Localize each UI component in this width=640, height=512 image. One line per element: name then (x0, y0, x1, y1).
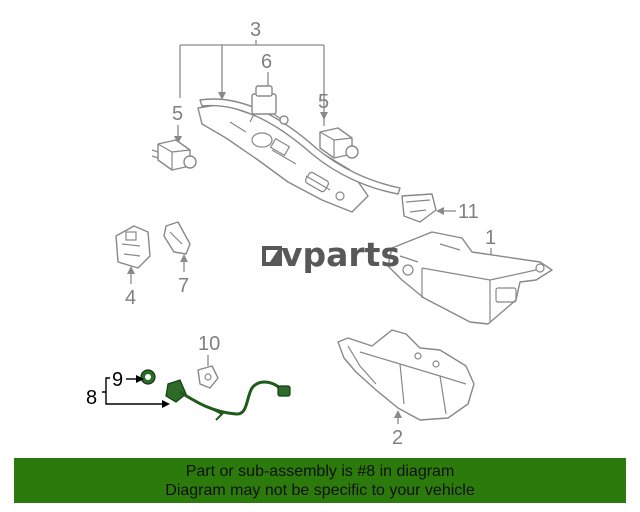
callout-3-bracket (180, 40, 324, 46)
watermark-logo: vparts (262, 235, 400, 274)
parts-diagram: 3 6 5 5 (86, 19, 553, 449)
footer-line-2: Diagram may not be specific to your vehi… (165, 481, 475, 499)
part-11 (401, 193, 437, 223)
part-8-oxygen-sensor (140, 369, 291, 421)
callout-5-right: 5 (318, 91, 329, 113)
part-4 (115, 225, 151, 269)
callout-11: 11 (458, 201, 479, 223)
ev-logo-icon (262, 246, 282, 266)
callout-3: 3 (250, 19, 261, 41)
part-7 (163, 221, 191, 255)
part-5-left-sensor (151, 139, 197, 171)
callout-7: 7 (178, 275, 189, 297)
callout-1: 1 (485, 227, 496, 249)
watermark-text: vparts (281, 235, 400, 274)
part-10-clip (197, 365, 219, 389)
footer-banner: Part or sub-assembly is #8 in diagram Di… (14, 458, 626, 503)
part-3-bracket (197, 98, 401, 213)
footer-line-1: Part or sub-assembly is #8 in diagram (185, 462, 455, 480)
part-1-canister (387, 231, 553, 325)
callout-2: 2 (392, 427, 403, 449)
callout-8-bracket (102, 377, 166, 405)
part-2-shield (337, 329, 475, 421)
callout-8: 8 (86, 387, 97, 409)
callout-5-left: 5 (172, 103, 183, 125)
callout-9: 9 (112, 369, 123, 391)
callout-10: 10 (198, 333, 220, 355)
callout-4: 4 (125, 287, 136, 309)
part-5-right-sensor (319, 127, 359, 159)
callout-6: 6 (261, 51, 272, 73)
part-6-valve (249, 85, 289, 125)
